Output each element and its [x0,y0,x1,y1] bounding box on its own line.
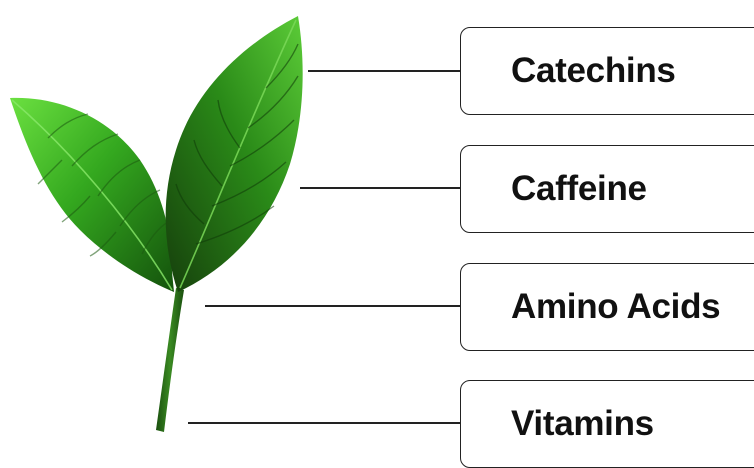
label-amino-acids: Amino Acids [461,287,720,327]
label-caffeine: Caffeine [461,169,647,209]
label-box-catechins: Catechins [460,27,754,115]
label-catechins: Catechins [461,51,676,91]
right-leaf [166,16,303,292]
label-box-caffeine: Caffeine [460,145,754,233]
label-box-vitamins: Vitamins [460,380,754,468]
label-box-amino-acids: Amino Acids [460,263,754,351]
stem [156,288,184,432]
label-vitamins: Vitamins [461,404,654,444]
left-leaf [10,98,174,292]
